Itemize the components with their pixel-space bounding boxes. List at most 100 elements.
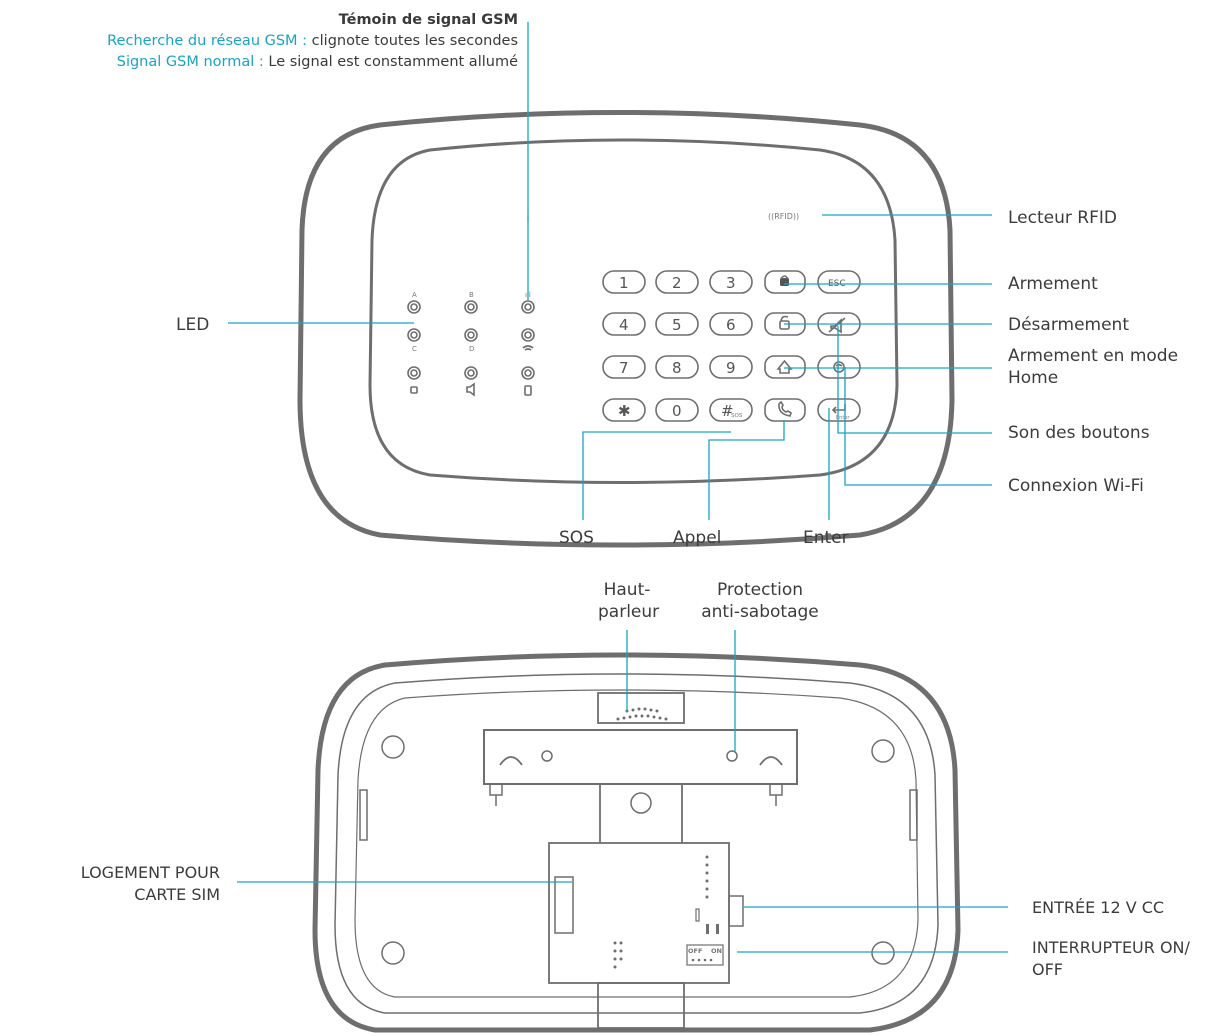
back-leader-lines xyxy=(237,630,1008,953)
mounting-bracket xyxy=(483,729,798,785)
speaker-housing xyxy=(597,692,685,724)
gsm-search-label: Recherche du réseau GSM : xyxy=(107,33,308,49)
switch-label-line1: INTERRUPTEUR ON/ xyxy=(1032,938,1190,957)
key-5[interactable] xyxy=(655,312,699,336)
sim-slot-label-line2: CARTE SIM xyxy=(134,885,220,904)
board-details xyxy=(613,855,719,969)
wifi-label: Connexion Wi-Fi xyxy=(1008,476,1144,496)
keypad xyxy=(602,270,861,422)
dc-power-jack xyxy=(728,895,744,927)
led-a xyxy=(407,300,421,314)
call-key[interactable] xyxy=(764,398,806,422)
speaker-label-line2: parleur xyxy=(598,602,660,622)
led-c xyxy=(407,328,421,342)
speaker-icon xyxy=(466,382,475,397)
led-c-core xyxy=(410,331,418,339)
led-letter-a: A xyxy=(412,291,417,299)
speaker-label: Haut- parleur xyxy=(598,579,660,623)
bottom-tab xyxy=(597,982,685,1029)
screw-hole-top-left xyxy=(381,735,405,759)
button-sound-leader xyxy=(837,326,992,434)
enter-key[interactable] xyxy=(817,398,861,422)
electronics-compartment xyxy=(548,842,730,984)
rfid-mark: ((RFID)) xyxy=(768,212,799,221)
led-wifi-core xyxy=(524,331,532,339)
power-port-contact xyxy=(695,908,700,922)
screw-hole-top-right xyxy=(871,739,895,763)
wifi-key-arc xyxy=(835,363,843,367)
led-letter-b: B xyxy=(469,291,474,299)
mute-icon xyxy=(828,317,846,334)
back-inner-rim xyxy=(334,673,939,1014)
key-9[interactable] xyxy=(709,355,753,379)
key-3[interactable] xyxy=(709,270,753,294)
switch-label-line2: OFF xyxy=(1032,960,1063,979)
key-2-label: 2 xyxy=(672,274,682,292)
front-leader-lines xyxy=(228,22,992,520)
key-7-label: 7 xyxy=(619,359,629,377)
led-letter-c: C xyxy=(412,345,417,353)
switch-on-mark: ON xyxy=(711,947,722,955)
speaker-label-line1: Haut- xyxy=(603,580,651,600)
key-6-label: 6 xyxy=(726,316,736,334)
lock-open-icon xyxy=(779,320,790,330)
back-panel xyxy=(312,652,961,1033)
disarm-label: Désarmement xyxy=(1008,315,1129,335)
tamper-label-line2: anti-sabotage xyxy=(701,602,819,622)
sos-leader xyxy=(582,431,731,520)
tamper-label-line1: Protection xyxy=(716,580,803,600)
led-arm xyxy=(407,366,421,380)
wifi-key[interactable] xyxy=(817,355,861,379)
hook-right-icon xyxy=(759,756,783,766)
lock-icon xyxy=(410,386,418,394)
arm-key[interactable] xyxy=(764,270,806,294)
led-gsm-core xyxy=(524,303,532,311)
led-a-core xyxy=(410,303,418,311)
gsm-normal-line: Signal GSM normal : Le signal est consta… xyxy=(107,52,518,73)
button-sound-label: Son des boutons xyxy=(1008,423,1150,443)
key-4[interactable] xyxy=(602,312,646,336)
key-9-label: 9 xyxy=(726,359,736,377)
gsm-normal-text: Le signal est constamment allumé xyxy=(263,54,518,70)
tamper-switch xyxy=(726,750,738,762)
bracket-feet xyxy=(489,784,783,796)
back-inner-rim-2 xyxy=(354,689,919,998)
wifi-icon xyxy=(522,345,534,351)
key-2[interactable] xyxy=(655,270,699,294)
hook-left-icon xyxy=(499,756,523,766)
enter-icon xyxy=(831,404,846,414)
esc-key[interactable] xyxy=(817,270,861,294)
key-0-label: 0 xyxy=(672,402,682,420)
led-power-core xyxy=(524,369,532,377)
gsm-indicator-callout: Témoin de signal GSM Recherche du réseau… xyxy=(107,10,518,73)
home-arm-key[interactable] xyxy=(764,355,806,379)
led-label: LED xyxy=(176,315,210,335)
front-inner-face xyxy=(368,138,899,484)
key-5-label: 5 xyxy=(672,316,682,334)
column-hole xyxy=(630,792,652,814)
lock-open-shackle-icon xyxy=(780,315,789,322)
sim-card-slot xyxy=(554,876,574,934)
gsm-normal-label: Signal GSM normal : xyxy=(116,54,264,70)
led-power xyxy=(521,366,535,380)
key-6[interactable] xyxy=(709,312,753,336)
switch-label: INTERRUPTEUR ON/ OFF xyxy=(1032,937,1190,981)
key-star-label: ✱ xyxy=(618,402,631,420)
key-7[interactable] xyxy=(602,355,646,379)
key-8[interactable] xyxy=(655,355,699,379)
key-hash-label: # xyxy=(721,402,734,420)
key-star[interactable] xyxy=(602,398,646,422)
key-hash-sos[interactable] xyxy=(709,398,753,422)
power-input-label: ENTRÉE 12 V CC xyxy=(1032,898,1165,917)
key-sos-sublabel: SOS xyxy=(731,413,743,419)
home-arm-label-line2: Home xyxy=(1008,368,1059,388)
switch-off-mark: OFF xyxy=(688,947,702,955)
bracket-column xyxy=(599,784,683,843)
key-labels: 1 2 3 ESC 4 5 6 7 8 9 ✱ 0 # SOS Enter xyxy=(618,274,850,421)
bracket-hole-left xyxy=(541,750,553,762)
bracket-pins xyxy=(495,795,777,806)
key-0[interactable] xyxy=(655,398,699,422)
key-1[interactable] xyxy=(602,270,646,294)
call-leader xyxy=(708,420,785,520)
